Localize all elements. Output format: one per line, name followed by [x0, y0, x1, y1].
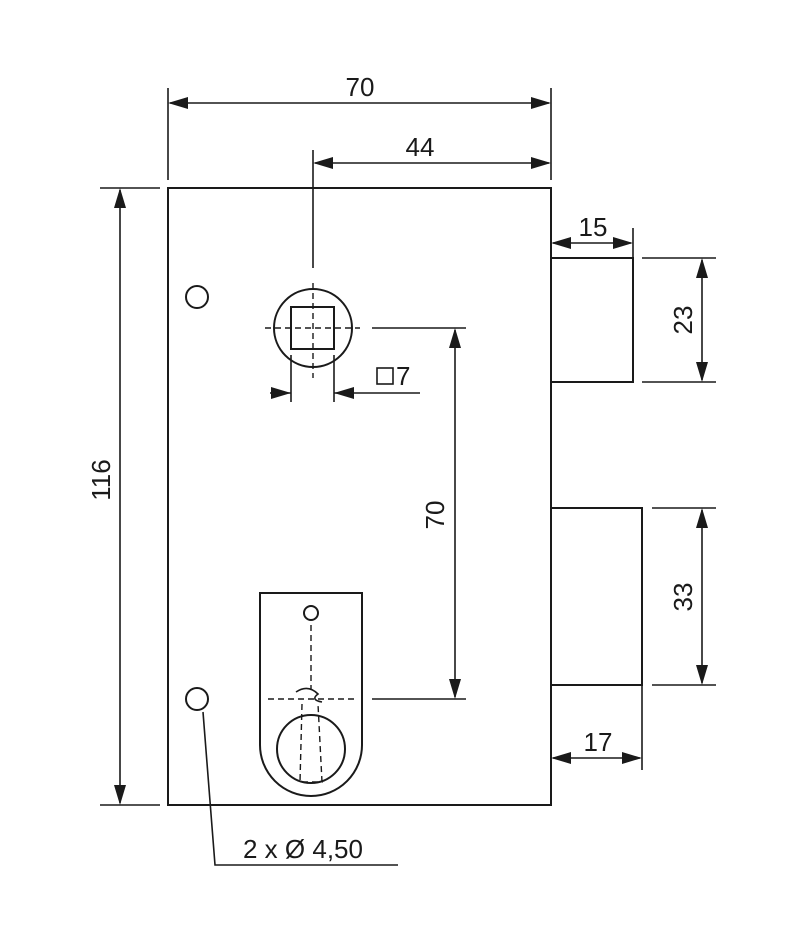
square-symbol-icon	[376, 367, 394, 385]
dimension-spindle-offset: 44	[313, 132, 551, 169]
leader-mounting-holes: 2 x Ø 4,50	[202, 711, 398, 866]
dimension-height-total: 116	[86, 187, 160, 806]
lower-dead-bolt	[551, 507, 643, 686]
upper-latch-bolt	[551, 257, 634, 383]
dimension-lower-bolt-height: 33	[652, 507, 716, 686]
mounting-hole-top	[185, 285, 209, 309]
dim-upper-bolt-projection-label: 15	[579, 212, 608, 242]
spindle-hub	[265, 150, 360, 378]
dim-spindle-to-cylinder-label: 70	[420, 501, 450, 530]
dim-lower-bolt-projection-label: 17	[584, 727, 613, 757]
dim-lower-bolt-height-label: 33	[668, 583, 698, 612]
dim-width-total-label: 70	[346, 72, 375, 102]
dimension-spindle-to-cylinder: 70	[372, 327, 466, 700]
mounting-hole-bottom	[185, 687, 209, 711]
dim-upper-bolt-height-label: 23	[668, 306, 698, 335]
lock-case-outline	[167, 187, 552, 806]
dim-mounting-holes-label: 2 x Ø 4,50	[243, 834, 363, 864]
dimension-upper-bolt-height: 23	[642, 257, 716, 383]
dimension-width-total: 70	[167, 72, 552, 180]
dimension-square-spindle: 7	[270, 355, 420, 402]
dim-height-total-label: 116	[86, 459, 116, 500]
cylinder-cutout	[259, 592, 363, 797]
dim-square-spindle-label: 7	[396, 361, 410, 391]
dimension-lower-bolt-projection: 17	[551, 685, 643, 770]
dim-spindle-offset-label: 44	[406, 132, 435, 162]
dimension-upper-bolt-projection: 15	[551, 212, 634, 258]
